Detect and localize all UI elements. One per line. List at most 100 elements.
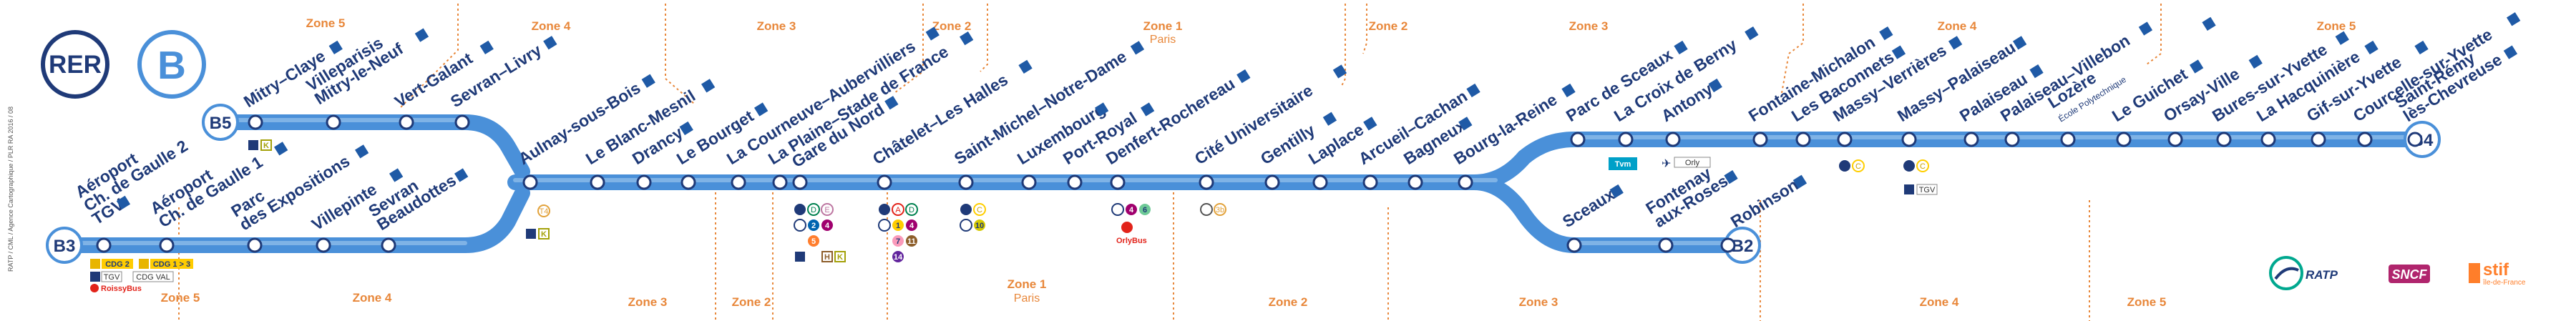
station-dot[interactable]: [877, 174, 892, 190]
terminus-b5[interactable]: B5: [202, 104, 239, 141]
station-dot[interactable]: [1963, 132, 1979, 147]
station-dot[interactable]: [454, 114, 470, 130]
rer-e-text: E: [824, 206, 829, 214]
station-dot[interactable]: [1021, 174, 1037, 190]
station-villeparisis[interactable]: VilleparisisMitry-le-Neuf: [303, 26, 429, 130]
station-saint-michel[interactable]: Saint-Michel–Notre-Dame: [951, 41, 1145, 190]
wheelchair-access-icon: [1466, 83, 1480, 98]
rer-icon: [41, 30, 109, 99]
tgv-text: TGV: [104, 273, 120, 282]
station-dot[interactable]: [1312, 174, 1328, 190]
station-dot[interactable]: [2260, 132, 2276, 147]
station-dot[interactable]: [2216, 132, 2232, 147]
station-dot[interactable]: [1665, 132, 1681, 147]
track-highlight: [78, 118, 2417, 245]
zone-label: Zone 5: [2127, 295, 2167, 309]
station-dot[interactable]: [2116, 132, 2132, 147]
station-dot[interactable]: [2167, 132, 2183, 147]
station-dot[interactable]: [316, 237, 331, 253]
station-dot[interactable]: [522, 174, 538, 190]
wheelchair-access-icon: [1792, 174, 1807, 189]
wheelchair-access-icon: [2012, 36, 2027, 50]
station-dot[interactable]: [2311, 132, 2326, 147]
station-dot[interactable]: [731, 174, 746, 190]
line-b-icon: [137, 30, 206, 99]
station-dot[interactable]: [326, 114, 341, 130]
wheelchair-access-icon: [1363, 117, 1377, 131]
station-dot[interactable]: [958, 174, 974, 190]
rer-d-text: D: [811, 206, 816, 214]
wheelchair-access-icon: [354, 144, 369, 159]
station-dot[interactable]: [247, 237, 263, 253]
station-dot[interactable]: [2004, 132, 2020, 147]
rer-icon: [794, 204, 806, 215]
station-dot[interactable]: [680, 174, 696, 190]
cdg2-text: CDG 2: [105, 260, 130, 269]
correspondence-cdg2: CDG 2 TGV RoissyBus: [90, 259, 142, 293]
station-dot[interactable]: [772, 174, 788, 190]
wheelchair-access-icon: [414, 28, 429, 42]
correspondence-denfert: 4 6 OrlyBus: [1111, 203, 1151, 245]
metro-4-text: 4: [825, 222, 830, 230]
station-arcueil[interactable]: Arcueil–Cachan: [1355, 83, 1480, 190]
station-name: La Plaine–Stade de France: [765, 42, 952, 168]
station-dot[interactable]: [1901, 132, 1917, 147]
roissybus-text: RoissyBus: [101, 285, 142, 293]
station-dot[interactable]: [2060, 132, 2076, 147]
station-name-line: Laplace: [1305, 120, 1367, 168]
station-dot[interactable]: [381, 237, 396, 253]
station-name: SevranBeaudottes: [365, 157, 459, 234]
station-dot[interactable]: [1618, 132, 1634, 147]
zone-label: Zone 2: [1369, 19, 1408, 33]
rer-c-text: C: [1920, 162, 1926, 171]
metro-2-text: 2: [811, 222, 816, 230]
station-dot[interactable]: [1752, 132, 1768, 147]
station-dot[interactable]: [159, 237, 175, 253]
rer-icon: [960, 204, 972, 215]
map-credit: RATP / CML / Agence Cartographique / PLR…: [7, 107, 14, 272]
station-dot[interactable]: [1110, 174, 1126, 190]
wheelchair-access-icon: [1458, 117, 1473, 131]
station-dot[interactable]: [792, 174, 808, 190]
station-dot[interactable]: [1199, 174, 1214, 190]
station-dot[interactable]: [1067, 174, 1083, 190]
rer-c-badge: [1916, 159, 1929, 172]
orly-text: Orly: [1685, 159, 1700, 167]
metro-4-badge: [1126, 204, 1137, 215]
station-dot[interactable]: [590, 174, 605, 190]
wheelchair-access-icon: [884, 96, 899, 110]
zone-label: Zone 3: [1519, 295, 1558, 309]
station-lozere[interactable]: LozèreÉcole Polytechnique: [2044, 16, 2216, 147]
wheelchair-access-icon: [1609, 184, 1624, 199]
station-dot[interactable]: [1720, 237, 1736, 253]
station-dot[interactable]: [1407, 174, 1423, 190]
station-dot[interactable]: [96, 237, 112, 253]
tram-3b-badge: [1214, 203, 1226, 216]
station-name-line: Aulnay-sous-Bois: [515, 79, 644, 169]
station-name-line: Gentilly: [1257, 120, 1318, 168]
station-dot[interactable]: [1458, 174, 1473, 190]
station-blanc-mesnil[interactable]: Le Blanc-Mesnil: [582, 79, 716, 190]
wheelchair-access-icon: [389, 168, 404, 182]
station-dot[interactable]: [1362, 174, 1378, 190]
train-icon: [90, 272, 100, 282]
sncf-text: SNCF: [2392, 267, 2428, 282]
zone-label: Zone 3: [757, 19, 796, 33]
station-dot[interactable]: [2357, 132, 2373, 147]
station-dot[interactable]: [1795, 132, 1811, 147]
station-dot[interactable]: [1570, 132, 1586, 147]
terminus-b3[interactable]: B3: [46, 227, 83, 264]
wheelchair-access-icon: [328, 40, 343, 55]
station-dot[interactable]: [2407, 132, 2423, 147]
station-dot[interactable]: [399, 114, 414, 130]
station-dot[interactable]: [636, 174, 652, 190]
station-dot[interactable]: [248, 114, 263, 130]
station-dot[interactable]: [1566, 237, 1582, 253]
wheelchair-access-icon: [1674, 40, 1688, 55]
station-dot[interactable]: [1658, 237, 1674, 253]
zone-dividers: [178, 4, 2162, 321]
station-dot[interactable]: [1264, 174, 1280, 190]
station-dot[interactable]: [1837, 132, 1853, 147]
ratp-emblem-icon: [2269, 256, 2303, 290]
station-bures[interactable]: Bures-sur-Yvette: [2209, 31, 2349, 147]
